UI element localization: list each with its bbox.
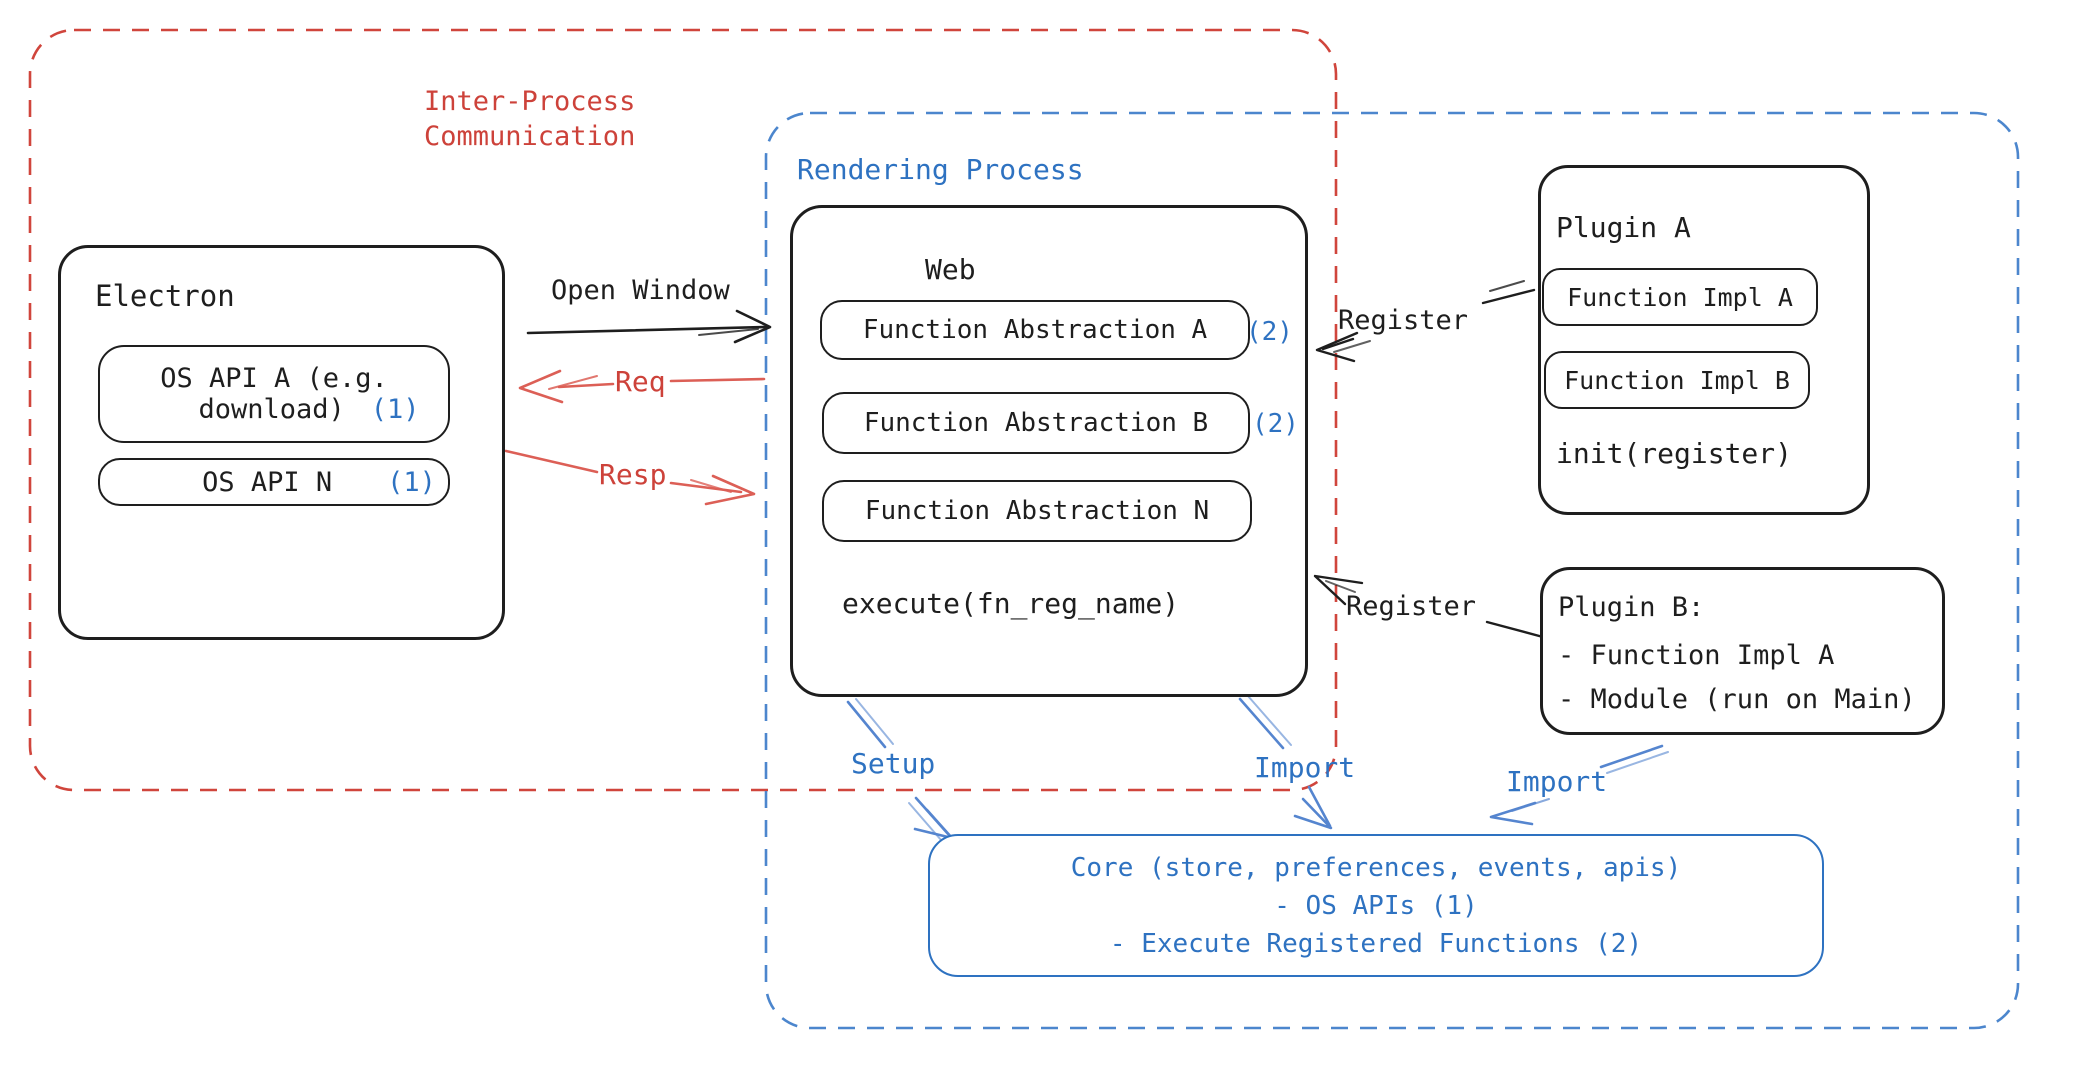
import-core-arrow: [1238, 695, 1333, 830]
core-line3: - Execute Registered Functions (2): [1109, 928, 1643, 959]
electron-title: Electron: [95, 279, 235, 313]
req-arrow: [518, 369, 766, 404]
function-abstraction-a-box: Function Abstraction A: [820, 300, 1250, 360]
function-impl-b-label: Function Impl B: [1564, 365, 1790, 395]
function-impl-a-label: Function Impl A: [1567, 282, 1793, 312]
os-api-n-num: (1): [387, 466, 436, 498]
rendering-process-boundary: [764, 111, 2020, 1030]
ipc-label: Inter-Process Communication: [424, 86, 636, 152]
plugin-b-box: [1540, 567, 1945, 735]
function-abstraction-a-num: (2): [1246, 317, 1293, 347]
function-abstraction-b-label: Function Abstraction B: [863, 408, 1209, 438]
function-abstraction-n-label: Function Abstraction N: [864, 496, 1210, 526]
import-plugin-b-arrow: [1489, 744, 1669, 826]
os-api-a-line2: download): [198, 394, 345, 425]
plugin-a-box: [1538, 165, 1870, 515]
ipc-boundary: [28, 28, 1338, 792]
function-abstraction-b-num: (2): [1252, 409, 1299, 439]
resp-label: Resp: [599, 458, 667, 491]
os-api-a-line1: OS API A (e.g.: [160, 363, 388, 394]
register-top-arrow: [1315, 280, 1536, 363]
os-api-n-box: OS API N (1): [98, 458, 450, 506]
setup-label: Setup: [851, 747, 936, 780]
os-api-a-line2-row: download) (1): [198, 394, 419, 425]
plugin-b-item-function-impl-a: - Function Impl A: [1558, 640, 1835, 671]
open-window-label: Open Window: [551, 275, 730, 306]
function-impl-b-box: Function Impl B: [1544, 351, 1810, 409]
function-abstraction-b-box: Function Abstraction B: [822, 392, 1250, 454]
plugin-b-title: Plugin B:: [1558, 592, 1705, 623]
register-top-label: Register: [1338, 305, 1469, 336]
function-abstraction-a-label: Function Abstraction A: [862, 315, 1208, 345]
core-box: Core (store, preferences, events, apis) …: [928, 834, 1824, 977]
core-line1: Core (store, preferences, events, apis): [1070, 852, 1682, 883]
web-title: Web: [925, 253, 976, 286]
import-core-label: Import: [1254, 751, 1356, 784]
resp-arrow: [504, 449, 756, 506]
os-api-a-box: OS API A (e.g. download) (1): [98, 345, 450, 443]
init-register-label: init(register): [1556, 437, 1793, 470]
register-bottom-label: Register: [1346, 591, 1477, 622]
open-window-arrow: [526, 309, 772, 344]
function-impl-a-box: Function Impl A: [1542, 268, 1818, 326]
core-line2: - OS APIs (1): [1274, 890, 1478, 921]
rendering-process-label: Rendering Process: [797, 153, 1084, 186]
execute-label: execute(fn_reg_name): [842, 587, 1180, 620]
os-api-a-num: (1): [370, 394, 420, 425]
import-plugin-b-label: Import: [1506, 765, 1608, 798]
register-bottom-arrow: [1313, 574, 1545, 639]
req-label: Req: [615, 365, 666, 398]
os-api-n-label: OS API N: [202, 466, 333, 498]
function-abstraction-n-box: Function Abstraction N: [822, 480, 1252, 542]
plugin-a-title: Plugin A: [1556, 211, 1691, 244]
plugin-b-item-module: - Module (run on Main): [1558, 684, 1916, 715]
